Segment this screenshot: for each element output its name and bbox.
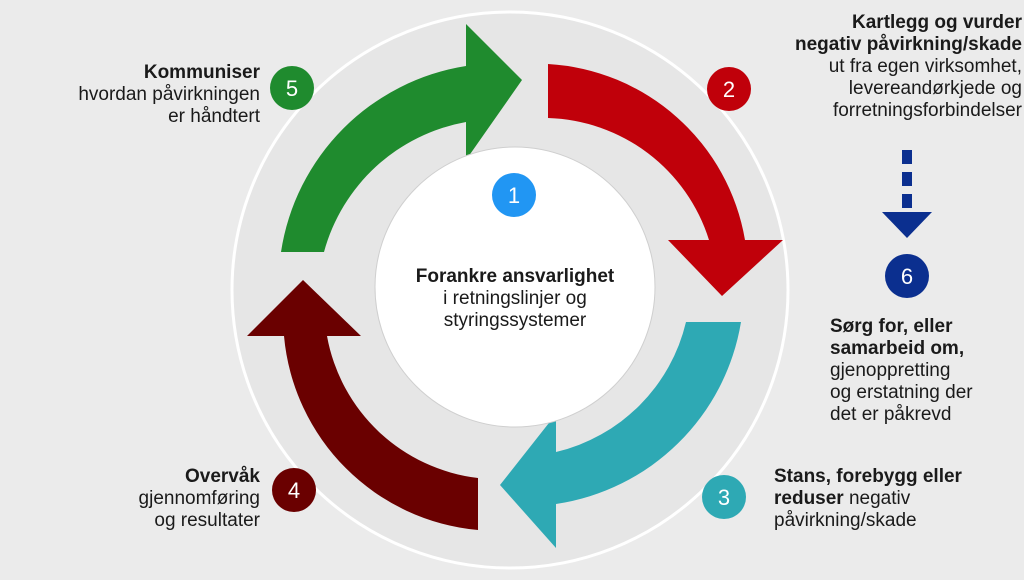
step-4-title: Overvåk	[184, 466, 260, 487]
badge-3: 3	[702, 475, 746, 519]
svg-text:4: 4	[288, 478, 300, 503]
step-2-title-2: negativ påvirkning/skade	[794, 34, 1022, 55]
step-3-desc-1: negativ	[843, 488, 911, 509]
step-4-desc-1: gjennomføring	[138, 488, 260, 509]
step-2-title-1: Kartlegg og vurder	[852, 12, 1022, 33]
badge-5: 5	[270, 66, 314, 110]
step-2-desc-2: levereandørkjede og	[848, 78, 1022, 99]
center-line-2: styringssystemer	[443, 310, 587, 331]
step-6-desc-1: gjenoppretting	[830, 360, 951, 381]
step-3-desc-2: påvirkning/skade	[774, 510, 917, 531]
step-5-label: Kommuniser hvordan påvirkningen er håndt…	[10, 62, 260, 128]
svg-text:5: 5	[286, 76, 298, 101]
center-circle	[374, 146, 656, 428]
step-2-desc-3: forretningsforbindelser	[832, 100, 1022, 121]
badge-6: 6	[885, 254, 929, 298]
badge-1: 1	[492, 173, 536, 217]
svg-text:3: 3	[718, 485, 730, 510]
svg-text:6: 6	[901, 264, 913, 289]
step-6-label: Sørg for, eller samarbeid om, gjenoppret…	[830, 316, 1022, 426]
arrow-step-2	[548, 64, 783, 296]
badge-4: 4	[272, 468, 316, 512]
step-5-desc-1: hvordan påvirkningen	[78, 84, 260, 105]
step-6-title-2: samarbeid om,	[830, 338, 965, 359]
dashed-arrow-down	[882, 150, 932, 238]
step-2-desc-1: ut fra egen virksomhet,	[828, 56, 1022, 77]
step-6-desc-3: det er påkrevd	[830, 404, 952, 425]
center-label: Forankre ansvarlighet i retningslinjer o…	[375, 266, 655, 332]
svg-text:2: 2	[723, 77, 735, 102]
step-6-desc-2: og erstatning der	[830, 382, 973, 403]
badge-2: 2	[707, 67, 751, 111]
step-5-title: Kommuniser	[143, 62, 260, 83]
center-title: Forankre ansvarlighet	[415, 266, 615, 287]
svg-text:1: 1	[508, 183, 520, 208]
step-5-desc-2: er håndtert	[168, 106, 260, 127]
step-3-title-1: Stans, forebygg eller	[774, 466, 962, 487]
step-3-title-2: reduser	[774, 488, 844, 509]
step-6-title-1: Sørg for, eller	[830, 316, 953, 337]
step-3-label: Stans, forebygg eller reduser negativ på…	[774, 466, 1020, 532]
arrow-step-4	[247, 280, 478, 530]
center-line-1: i retningslinjer og	[443, 288, 587, 309]
arrow-step-5	[281, 24, 522, 252]
step-4-label: Overvåk gjennomføring og resultater	[60, 466, 260, 532]
step-4-desc-2: og resultater	[154, 510, 260, 531]
step-2-label: Kartlegg og vurder negativ påvirkning/sk…	[720, 12, 1022, 122]
arrow-step-3	[500, 322, 741, 548]
